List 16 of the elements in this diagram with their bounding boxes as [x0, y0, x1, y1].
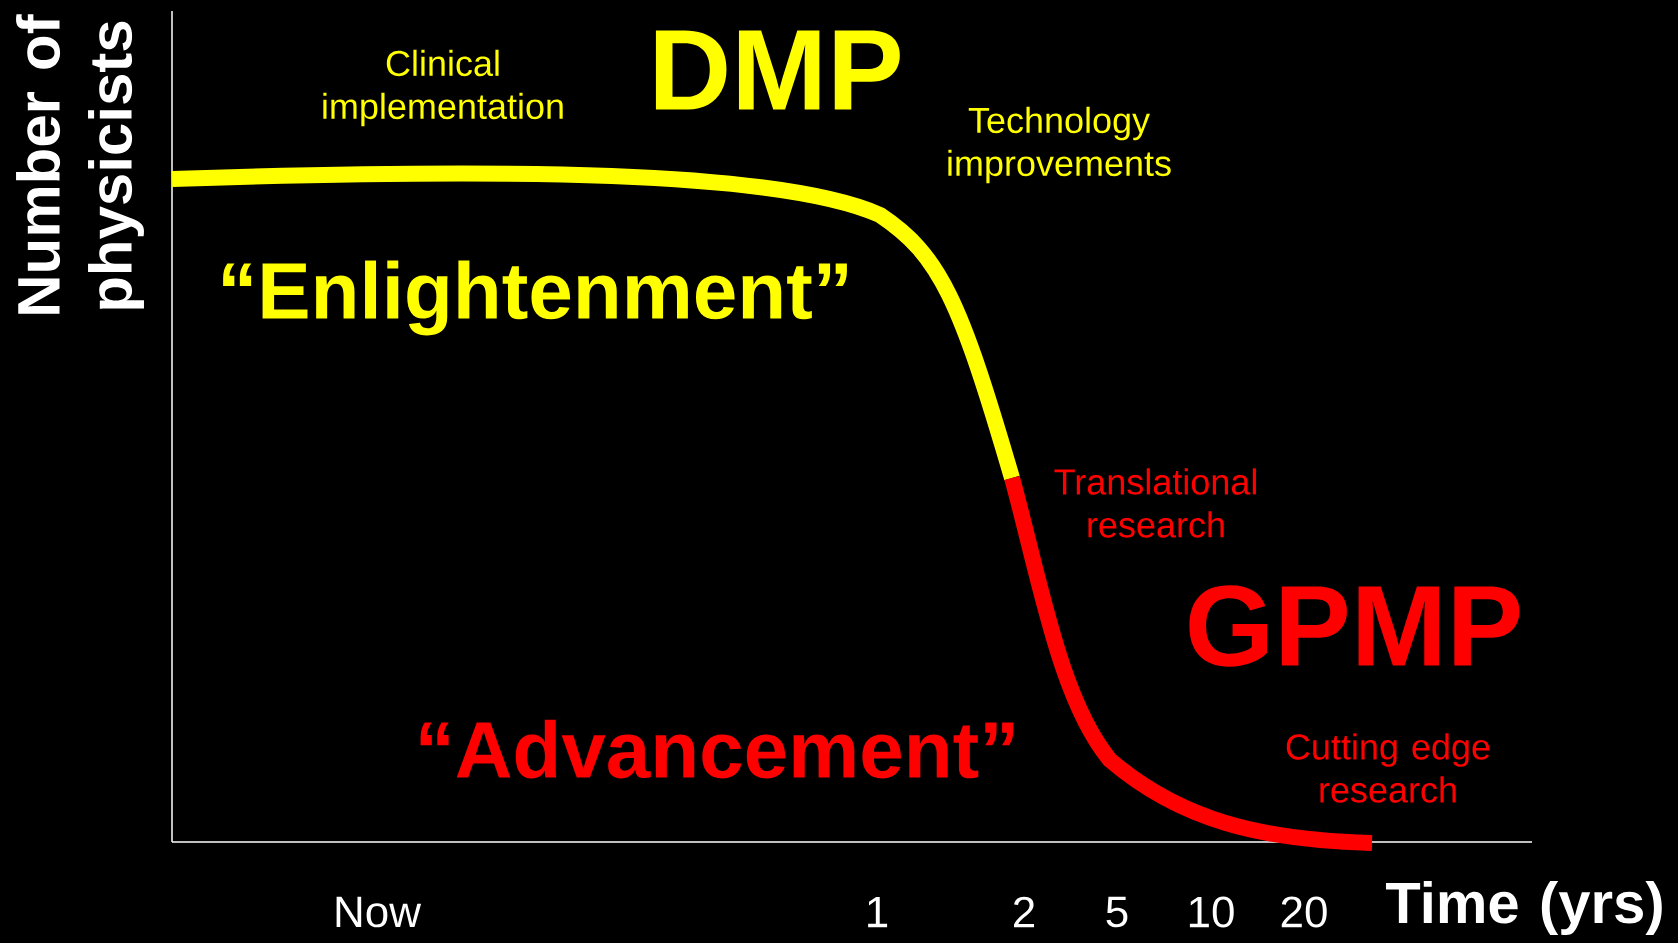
tick-label: 10 — [1189, 896, 1234, 928]
axis-title: Number of physicists — [16, 14, 144, 314]
tick-label: 5 — [1106, 896, 1128, 928]
heading: “Enlightenment” — [223, 260, 847, 336]
heading: DMP — [655, 30, 900, 110]
axis-title: Time (yrs) — [1386, 881, 1662, 936]
annotation: Cutting edge research — [1286, 733, 1490, 803]
annotation: Clinical implementation — [323, 49, 563, 127]
annotation: Technology improvements — [948, 106, 1171, 184]
tick-label: 2 — [1014, 896, 1035, 928]
tick-label: 1 — [868, 896, 888, 928]
tick-label: Now — [336, 896, 422, 928]
heading: GPMP — [1189, 585, 1520, 667]
tick-label: 20 — [1281, 896, 1327, 928]
annotation: Translational research — [1054, 468, 1256, 538]
heading: “Advancement” — [420, 719, 1014, 779]
